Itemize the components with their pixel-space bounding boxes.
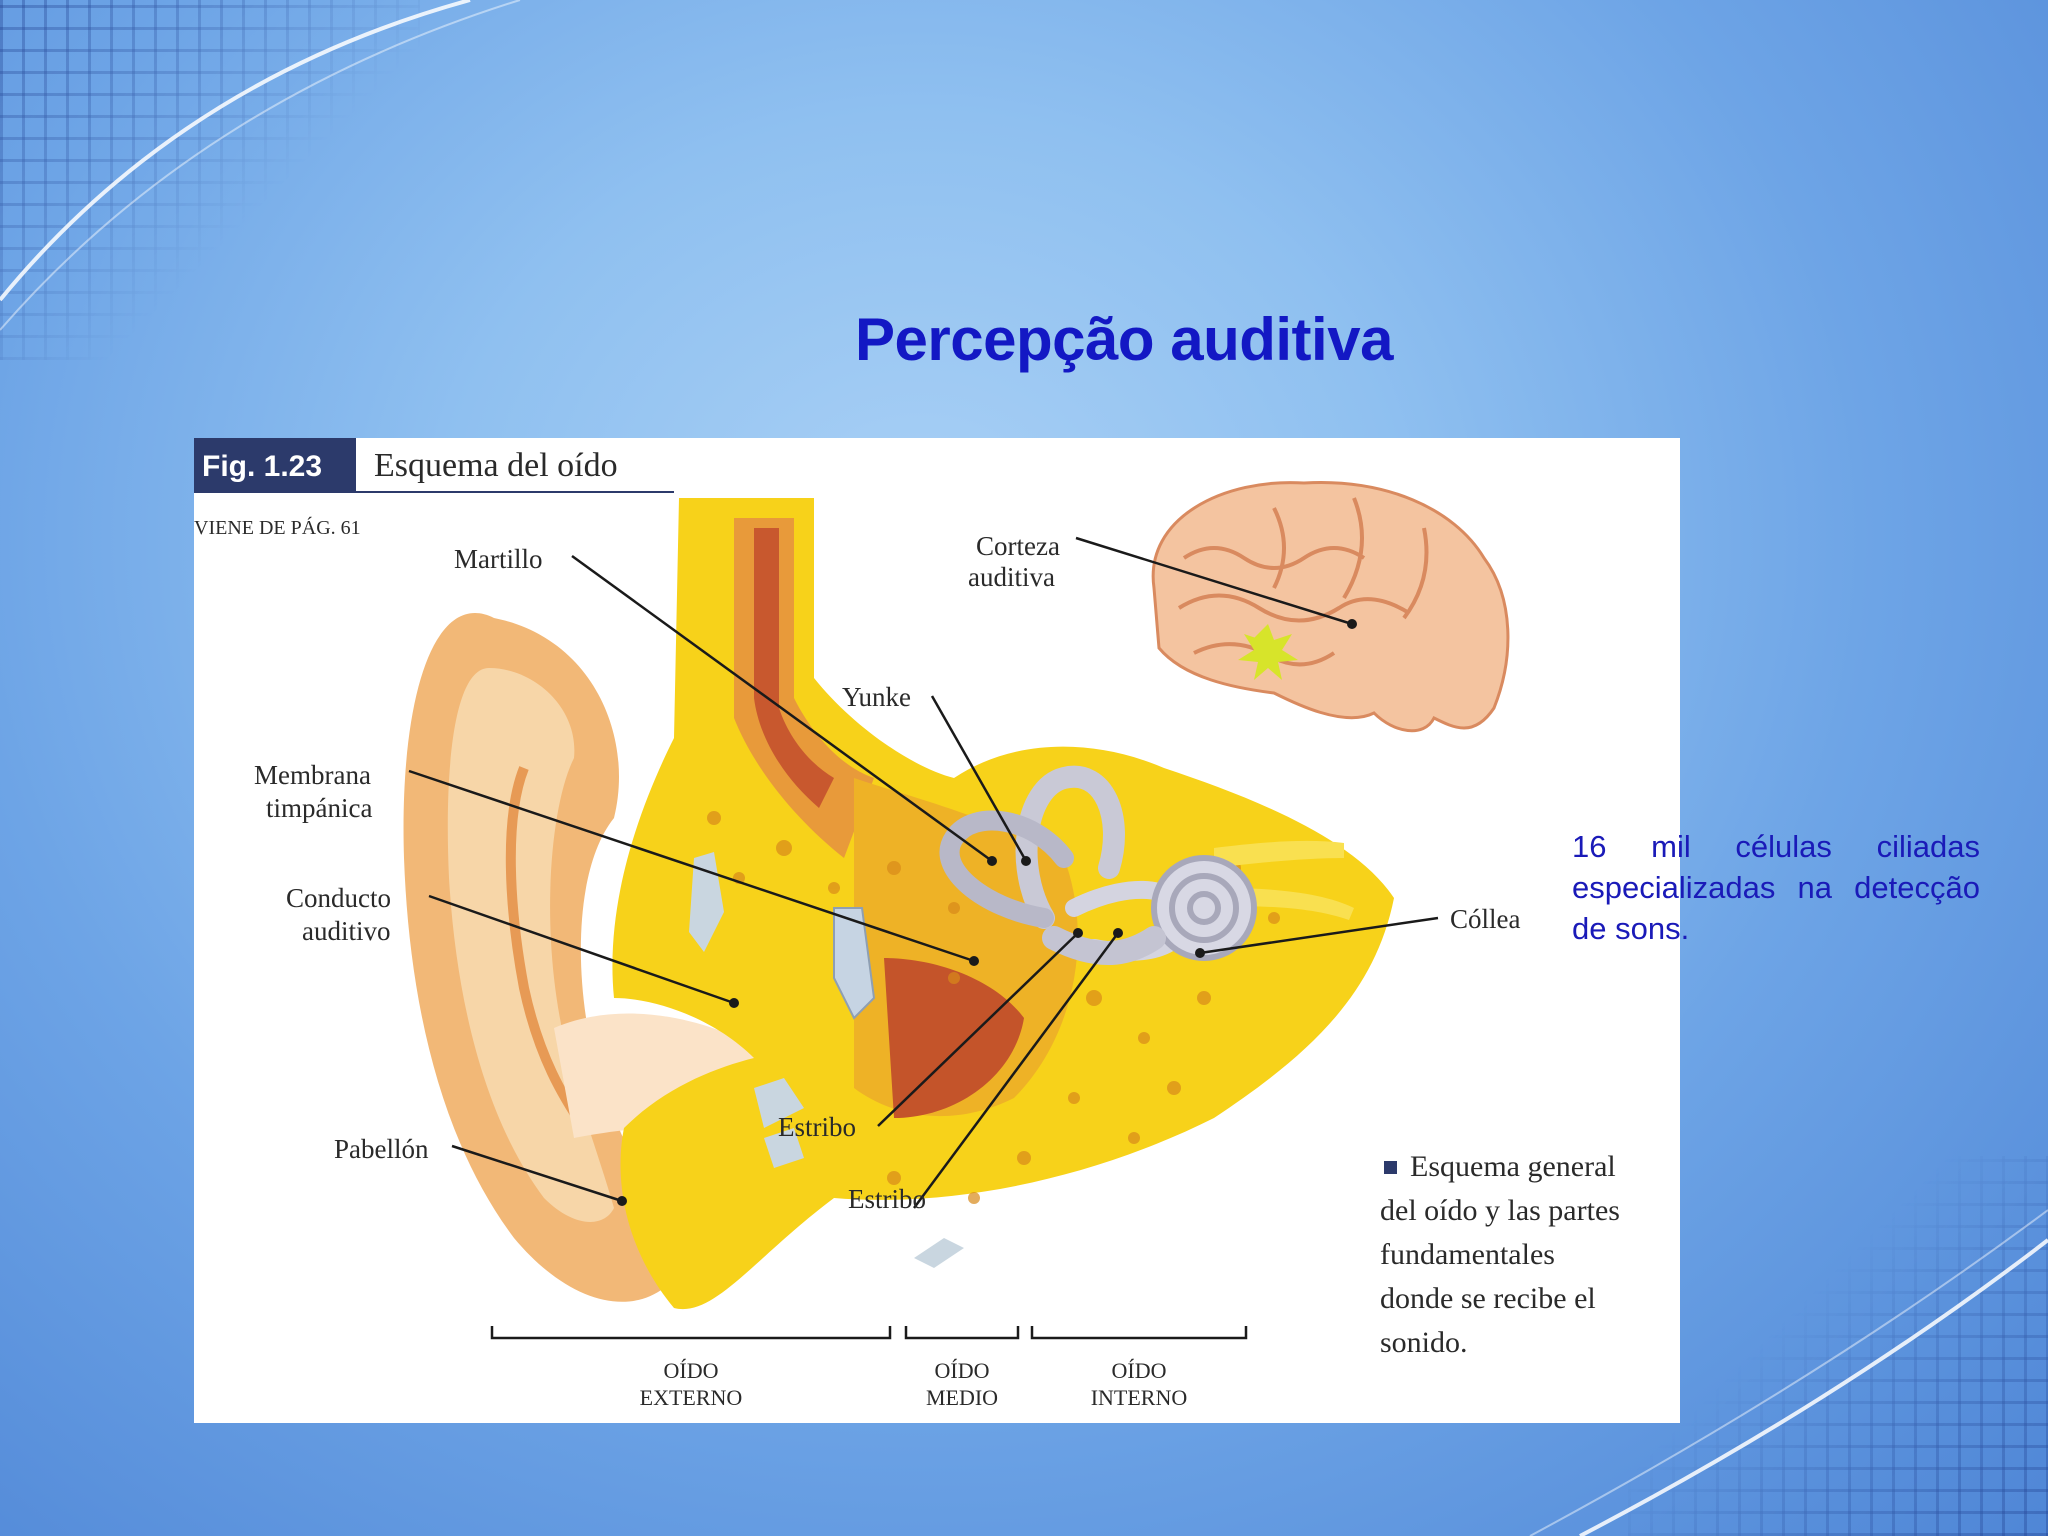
figure-tag-box	[194, 438, 356, 493]
brain-illustration	[1151, 480, 1510, 733]
section-medio-2: MEDIO	[926, 1385, 998, 1410]
label-collea: Cóllea	[1450, 904, 1520, 934]
figure-note: VIENE DE PÁG. 61	[194, 516, 361, 539]
section-interno-1: OÍDO	[1112, 1358, 1167, 1383]
tympanic-membrane-illustration	[833, 907, 876, 1020]
label-corteza-2: auditiva	[968, 562, 1055, 592]
ear-diagram: Fig. 1.23 Esquema del oído VIENE DE PÁG.…	[194, 438, 1620, 1410]
label-membrana-2: timpánica	[266, 793, 372, 823]
figure-tag: Fig. 1.23	[202, 450, 322, 483]
caption-line: del oído y las partes	[1380, 1194, 1620, 1227]
label-pabellon: Pabellón	[334, 1134, 429, 1164]
label-leader-lines	[408, 536, 1439, 1209]
label-martillo: Martillo	[454, 544, 543, 574]
side-note-text: 16 mil células ciliadas especializadas n…	[1572, 829, 1980, 946]
ear-diagram-figure: Fig. 1.23 Esquema del oído VIENE DE PÁG.…	[194, 438, 1680, 1423]
auditory-cortex-burst	[1238, 624, 1298, 680]
caption-line: Esquema general	[1410, 1150, 1616, 1183]
section-interno-2: INTERNO	[1091, 1385, 1188, 1410]
inner-ear-illustration	[939, 765, 1257, 965]
slide-title: Percepção auditiva	[855, 306, 1393, 373]
label-estribo-2: Estribo	[848, 1184, 926, 1214]
label-estribo-1: Estribo	[778, 1112, 856, 1142]
label-conducto-1: Conducto	[286, 883, 391, 913]
decorative-grid-top-left	[0, 0, 420, 360]
label-conducto-2: auditivo	[302, 916, 391, 946]
caption-bullet	[1384, 1161, 1397, 1174]
section-brackets	[490, 1326, 1248, 1340]
section-medio-1: OÍDO	[935, 1358, 990, 1383]
caption-line: donde se recibe el	[1380, 1282, 1596, 1315]
caption-line: sonido.	[1380, 1326, 1468, 1359]
label-leader-dots	[617, 619, 1357, 1206]
figure-caption: Esquema general del oído y las partes fu…	[1380, 1150, 1620, 1359]
label-membrana-1: Membrana	[254, 760, 371, 790]
section-externo-2: EXTERNO	[640, 1385, 743, 1410]
caption-line: fundamentales	[1380, 1238, 1555, 1271]
label-yunke: Yunke	[842, 682, 911, 712]
section-externo-1: OÍDO	[664, 1358, 719, 1383]
label-corteza-1: Corteza	[976, 531, 1060, 561]
figure-heading: Esquema del oído	[374, 447, 618, 484]
